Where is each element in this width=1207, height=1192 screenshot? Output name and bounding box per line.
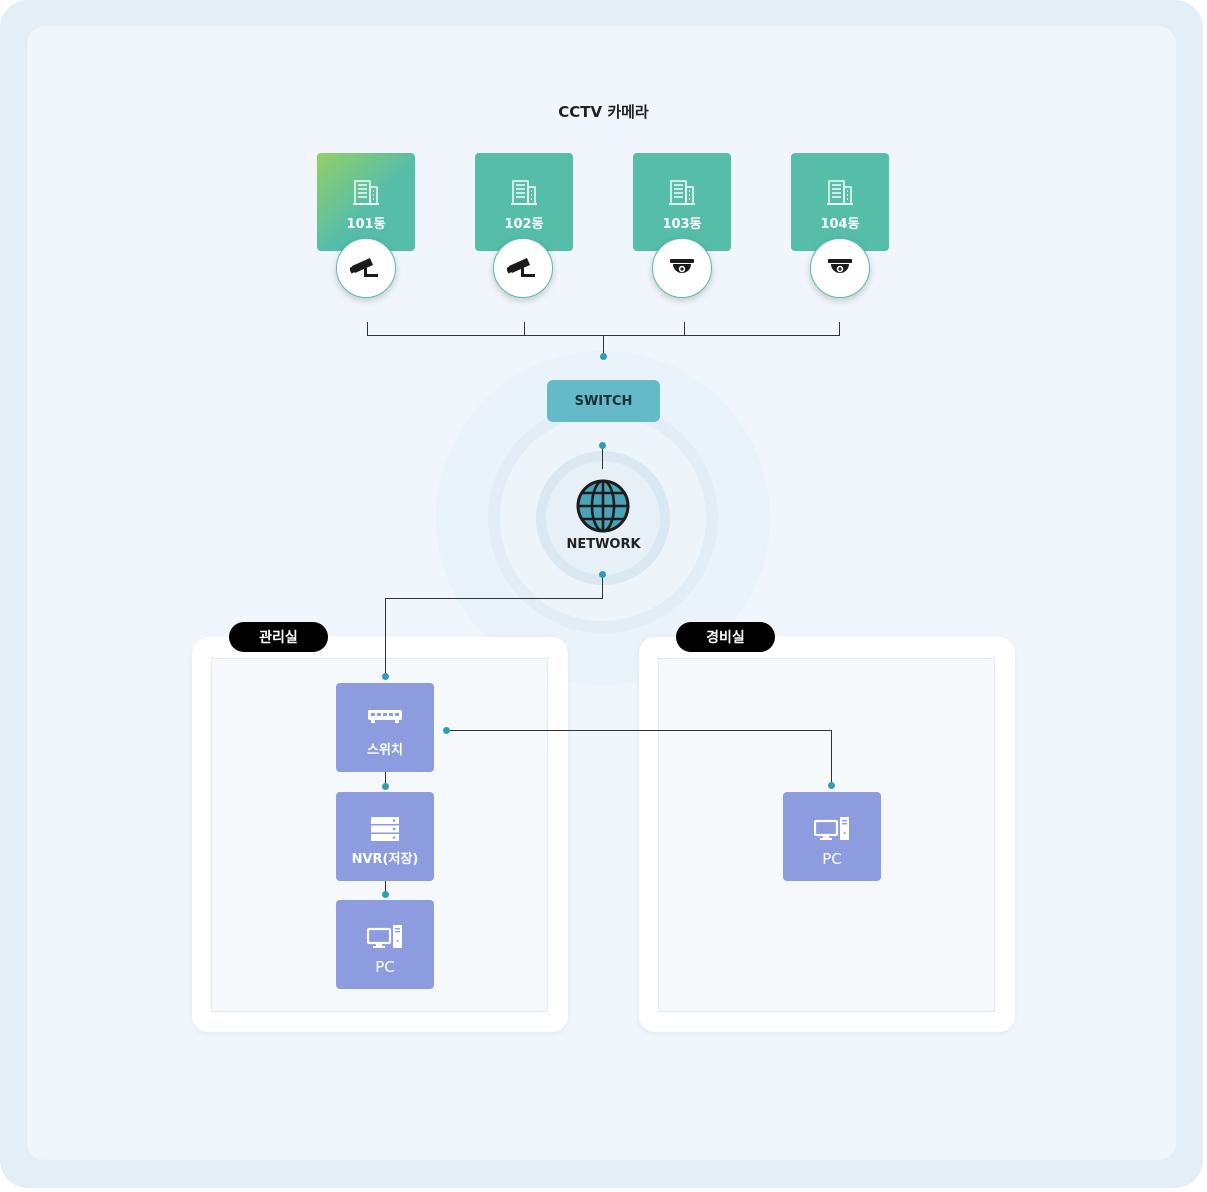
dome-camera-icon <box>670 259 694 273</box>
camera-102 <box>493 238 553 298</box>
camera-bus-line <box>367 322 840 336</box>
switch-node: SWITCH <box>547 380 660 422</box>
building-icon <box>352 178 380 210</box>
switch-to-security-pc-line <box>447 730 832 785</box>
device-label: PC <box>375 958 395 976</box>
connector-dot <box>382 673 389 680</box>
server-icon <box>371 817 399 841</box>
building-label: 103동 <box>662 217 702 232</box>
bullet-camera-icon <box>507 258 535 277</box>
building-icon <box>668 178 696 210</box>
building-icon <box>510 178 538 210</box>
building-label: 104동 <box>820 217 860 232</box>
security-pc-device: PC <box>783 792 881 881</box>
device-label: NVR(저장) <box>351 852 419 867</box>
security-room-label: 경비실 <box>676 622 775 652</box>
device-label: 스위치 <box>367 743 403 758</box>
camera-101 <box>336 238 396 298</box>
building-104: 104동 <box>791 153 889 251</box>
bullet-camera-icon <box>350 258 378 277</box>
pc-icon <box>814 817 849 840</box>
connector-dot <box>599 571 606 578</box>
building-103: 103동 <box>633 153 731 251</box>
dome-camera-icon <box>828 259 852 273</box>
network-label: NETWORK <box>566 537 641 552</box>
camera-104 <box>810 238 870 298</box>
building-101: 101동 <box>317 153 415 251</box>
management-switch-device: 스위치 <box>336 683 434 772</box>
building-label: 101동 <box>346 217 386 232</box>
security-room-panel <box>639 637 1015 1032</box>
nvr-device: NVR(저장) <box>336 792 434 881</box>
pc-icon <box>367 925 402 948</box>
building-label: 102동 <box>504 217 544 232</box>
camera-103 <box>652 238 712 298</box>
connector-dot <box>382 783 389 790</box>
building-102: 102동 <box>475 153 573 251</box>
connector-dot <box>599 442 606 449</box>
connector-dot <box>828 782 835 789</box>
connector-dot <box>443 727 450 734</box>
network-to-management-line <box>385 574 603 676</box>
management-pc-device: PC <box>336 900 434 989</box>
connector-dot <box>382 891 389 898</box>
building-icon <box>826 178 854 210</box>
network-switch-icon <box>368 710 402 723</box>
management-room-label: 관리실 <box>229 622 328 652</box>
diagram-title: CCTV 카메라 <box>558 103 649 121</box>
device-label: PC <box>822 850 842 868</box>
globe-icon <box>575 478 631 538</box>
connector-dot <box>600 353 607 360</box>
